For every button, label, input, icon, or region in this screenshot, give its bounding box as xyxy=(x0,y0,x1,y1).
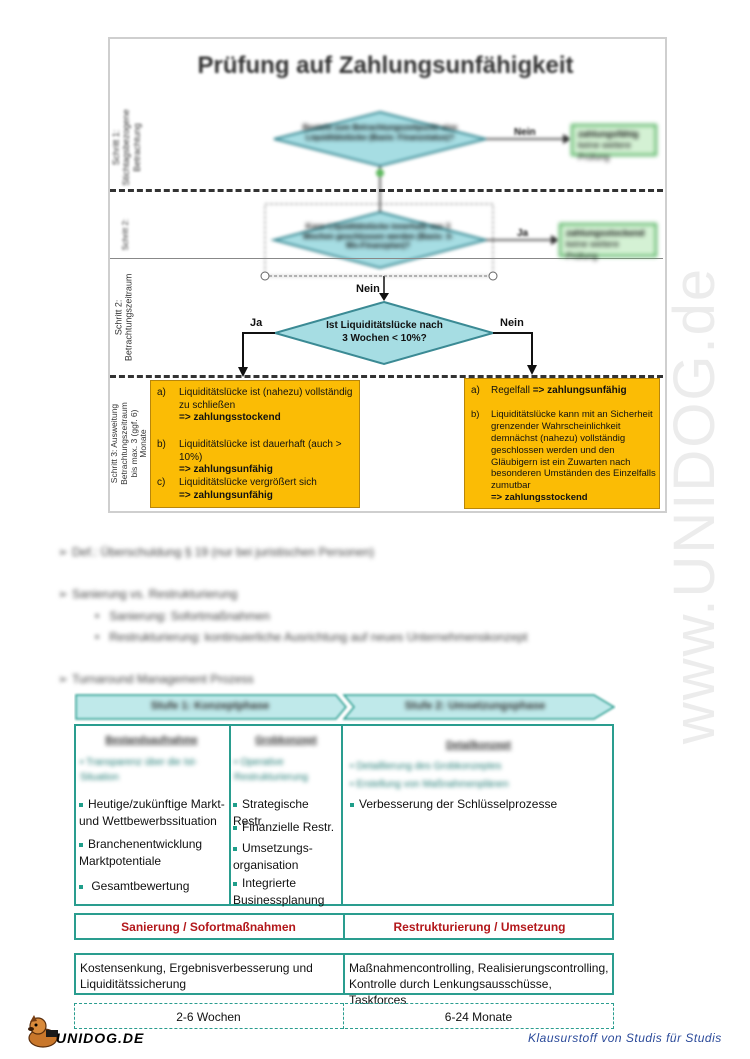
column-bestandsaufnahme xyxy=(74,724,229,906)
col1-item-markt: Heutige/zukünftige Markt- und Wettbewerb… xyxy=(79,797,225,828)
branch-right xyxy=(493,332,533,367)
flowchart-svg xyxy=(238,110,571,377)
step3-yes-label: Ja xyxy=(250,317,263,329)
result-zahlungsfaehig: zahlungsfähig keine weitere Prüfung xyxy=(571,124,657,162)
time-row xyxy=(74,1003,614,1029)
step2-no-label: Nein xyxy=(356,283,380,295)
left-outcome-a: a) Liquiditätslücke ist (nahezu) vollstä… xyxy=(157,387,353,423)
time-divider xyxy=(343,1003,344,1029)
step2-label-top: Schritt 2: xyxy=(121,219,131,251)
col1-blur-item: ▪ Transparenz über die Ist-Situation xyxy=(80,757,198,783)
bullet-sanierung: ➢Sanierung vs. Restrukturierung xyxy=(58,587,238,601)
result-zahlungsstockend: zahlungsstockend keine weitere Prüfung xyxy=(559,223,657,261)
flowchart-title: Prüfung auf Zahlungsunfähigkeit xyxy=(197,52,574,79)
stage-arrows xyxy=(75,694,616,720)
left-outcome-box: a) Liquiditätslücke ist (nahezu) vollstä… xyxy=(150,380,360,508)
dog-logo-icon xyxy=(28,1015,58,1048)
step1-label: Schritt 1: Stichtagsbezogene Betrachtung xyxy=(110,109,142,186)
description-divider xyxy=(343,953,345,995)
decision-diamond-2 xyxy=(270,210,490,270)
column-grobkonzept xyxy=(229,724,343,906)
bullet-turnaround: ➢Turnaround Management Prozess xyxy=(58,672,254,686)
logo-text[interactable]: UNIDOG.DE xyxy=(56,1030,145,1046)
col2-item-strategisch: Strategische Restr. xyxy=(233,797,309,828)
flowchart-blurred-top xyxy=(264,110,571,277)
restrukturierung-duration: 6-24 Monate xyxy=(444,1010,513,1024)
branch-left xyxy=(242,332,275,369)
right-outcome-b: b) Liquiditätslücke kann mit an Sicherhe… xyxy=(471,409,656,504)
col3-item-prozesse: Verbesserung der Schlüsselprozesse xyxy=(350,796,610,813)
left-outcome-b: b) Liquiditätslücke ist dauerhaft (auch … xyxy=(157,439,342,475)
step1-no-label: Nein xyxy=(514,127,536,138)
decision-2-text: Kann Liquiditätslücke innerhalb von 3 Wo… xyxy=(302,222,454,251)
decision-1-text: Besteht zum Betrachtungszeitpunkt eine L… xyxy=(302,123,458,142)
col1-item-branche: Branchenentwicklung Marktpotentiale xyxy=(79,837,203,868)
right-outcome-box: a) Regelfall => zahlungsunfähig b) Liqui… xyxy=(464,378,660,509)
right-outcome-a: a) Regelfall => zahlungsunfähig xyxy=(471,385,627,396)
separator-thin xyxy=(110,258,663,259)
subbullet-sanierung: • Sanierung: Sofortmaßnahmen xyxy=(95,609,270,623)
col1-title: Bestandsaufnahme xyxy=(105,735,198,746)
restrukturierung-label: Restrukturierung / Umsetzung xyxy=(393,920,566,934)
stage2-label: Stufe 2: Umsetzungsphase xyxy=(404,700,546,712)
restrukturierung-description: Maßnahmencontrolling, Realisierungscontr… xyxy=(349,961,609,1008)
left-outcome-c: c) Liquiditätslücke vergrößert sich=> za… xyxy=(157,477,317,501)
separator-1 xyxy=(110,189,663,192)
footer-tagline: Klausurstoff von Studis für Studis xyxy=(528,1031,722,1045)
col2-item-planung: Integrierte Businessplanung xyxy=(233,876,325,907)
stage1-arrow xyxy=(75,694,347,720)
sanierung-label: Sanierung / Sofortmaßnahmen xyxy=(121,920,296,934)
stage2-arrow xyxy=(342,694,616,720)
col2-item-finanziell: Finanzielle Restr. xyxy=(233,819,341,836)
column-detailkonzept xyxy=(343,724,614,906)
col3-blur-items: ▪ Detaillierung des Grobkonzeptes▪ Erste… xyxy=(350,761,509,790)
step3-label: Schritt 3: Ausweitung Betrachtungszeitra… xyxy=(108,402,148,486)
watermark-text: www.UNIDOG.de xyxy=(662,266,728,744)
stage1-label: Stufe 1: Konzeptphase xyxy=(150,700,270,712)
subbullet-restrukturierung: • Restrukturierung: kontinuierliche Ausr… xyxy=(95,630,528,644)
step2-yes-label: Ja xyxy=(517,228,529,239)
step2-label: Schritt 2: Betrachtungszeitraum xyxy=(113,273,135,361)
col2-item-umsetzung: Umsetzungs-organisation xyxy=(233,841,313,872)
col1-item-gesamt: Gesamtbewertung xyxy=(79,878,227,895)
sanierung-description: Kostensenkung, Ergebnisverbesserung und … xyxy=(80,961,313,992)
separator-2 xyxy=(110,375,663,378)
col2-title: Grobkonzept xyxy=(255,735,317,746)
bullet-ueberschuldung: ➢Def.: Überschuldung § 19 (nur bei juris… xyxy=(58,545,375,559)
col3-title: Detailkonzept xyxy=(445,740,511,751)
phase-label-divider xyxy=(343,913,345,940)
step3-no-label: Nein xyxy=(500,317,524,329)
sanierung-duration: 2-6 Wochen xyxy=(176,1010,241,1024)
decision-diamond-3 xyxy=(271,300,497,366)
col2-blur-item: ▪ Operative Restrukturierung xyxy=(234,757,308,783)
decision-3-text: Ist Liquiditätslücke nach 3 Wochen < 10%… xyxy=(326,320,443,344)
